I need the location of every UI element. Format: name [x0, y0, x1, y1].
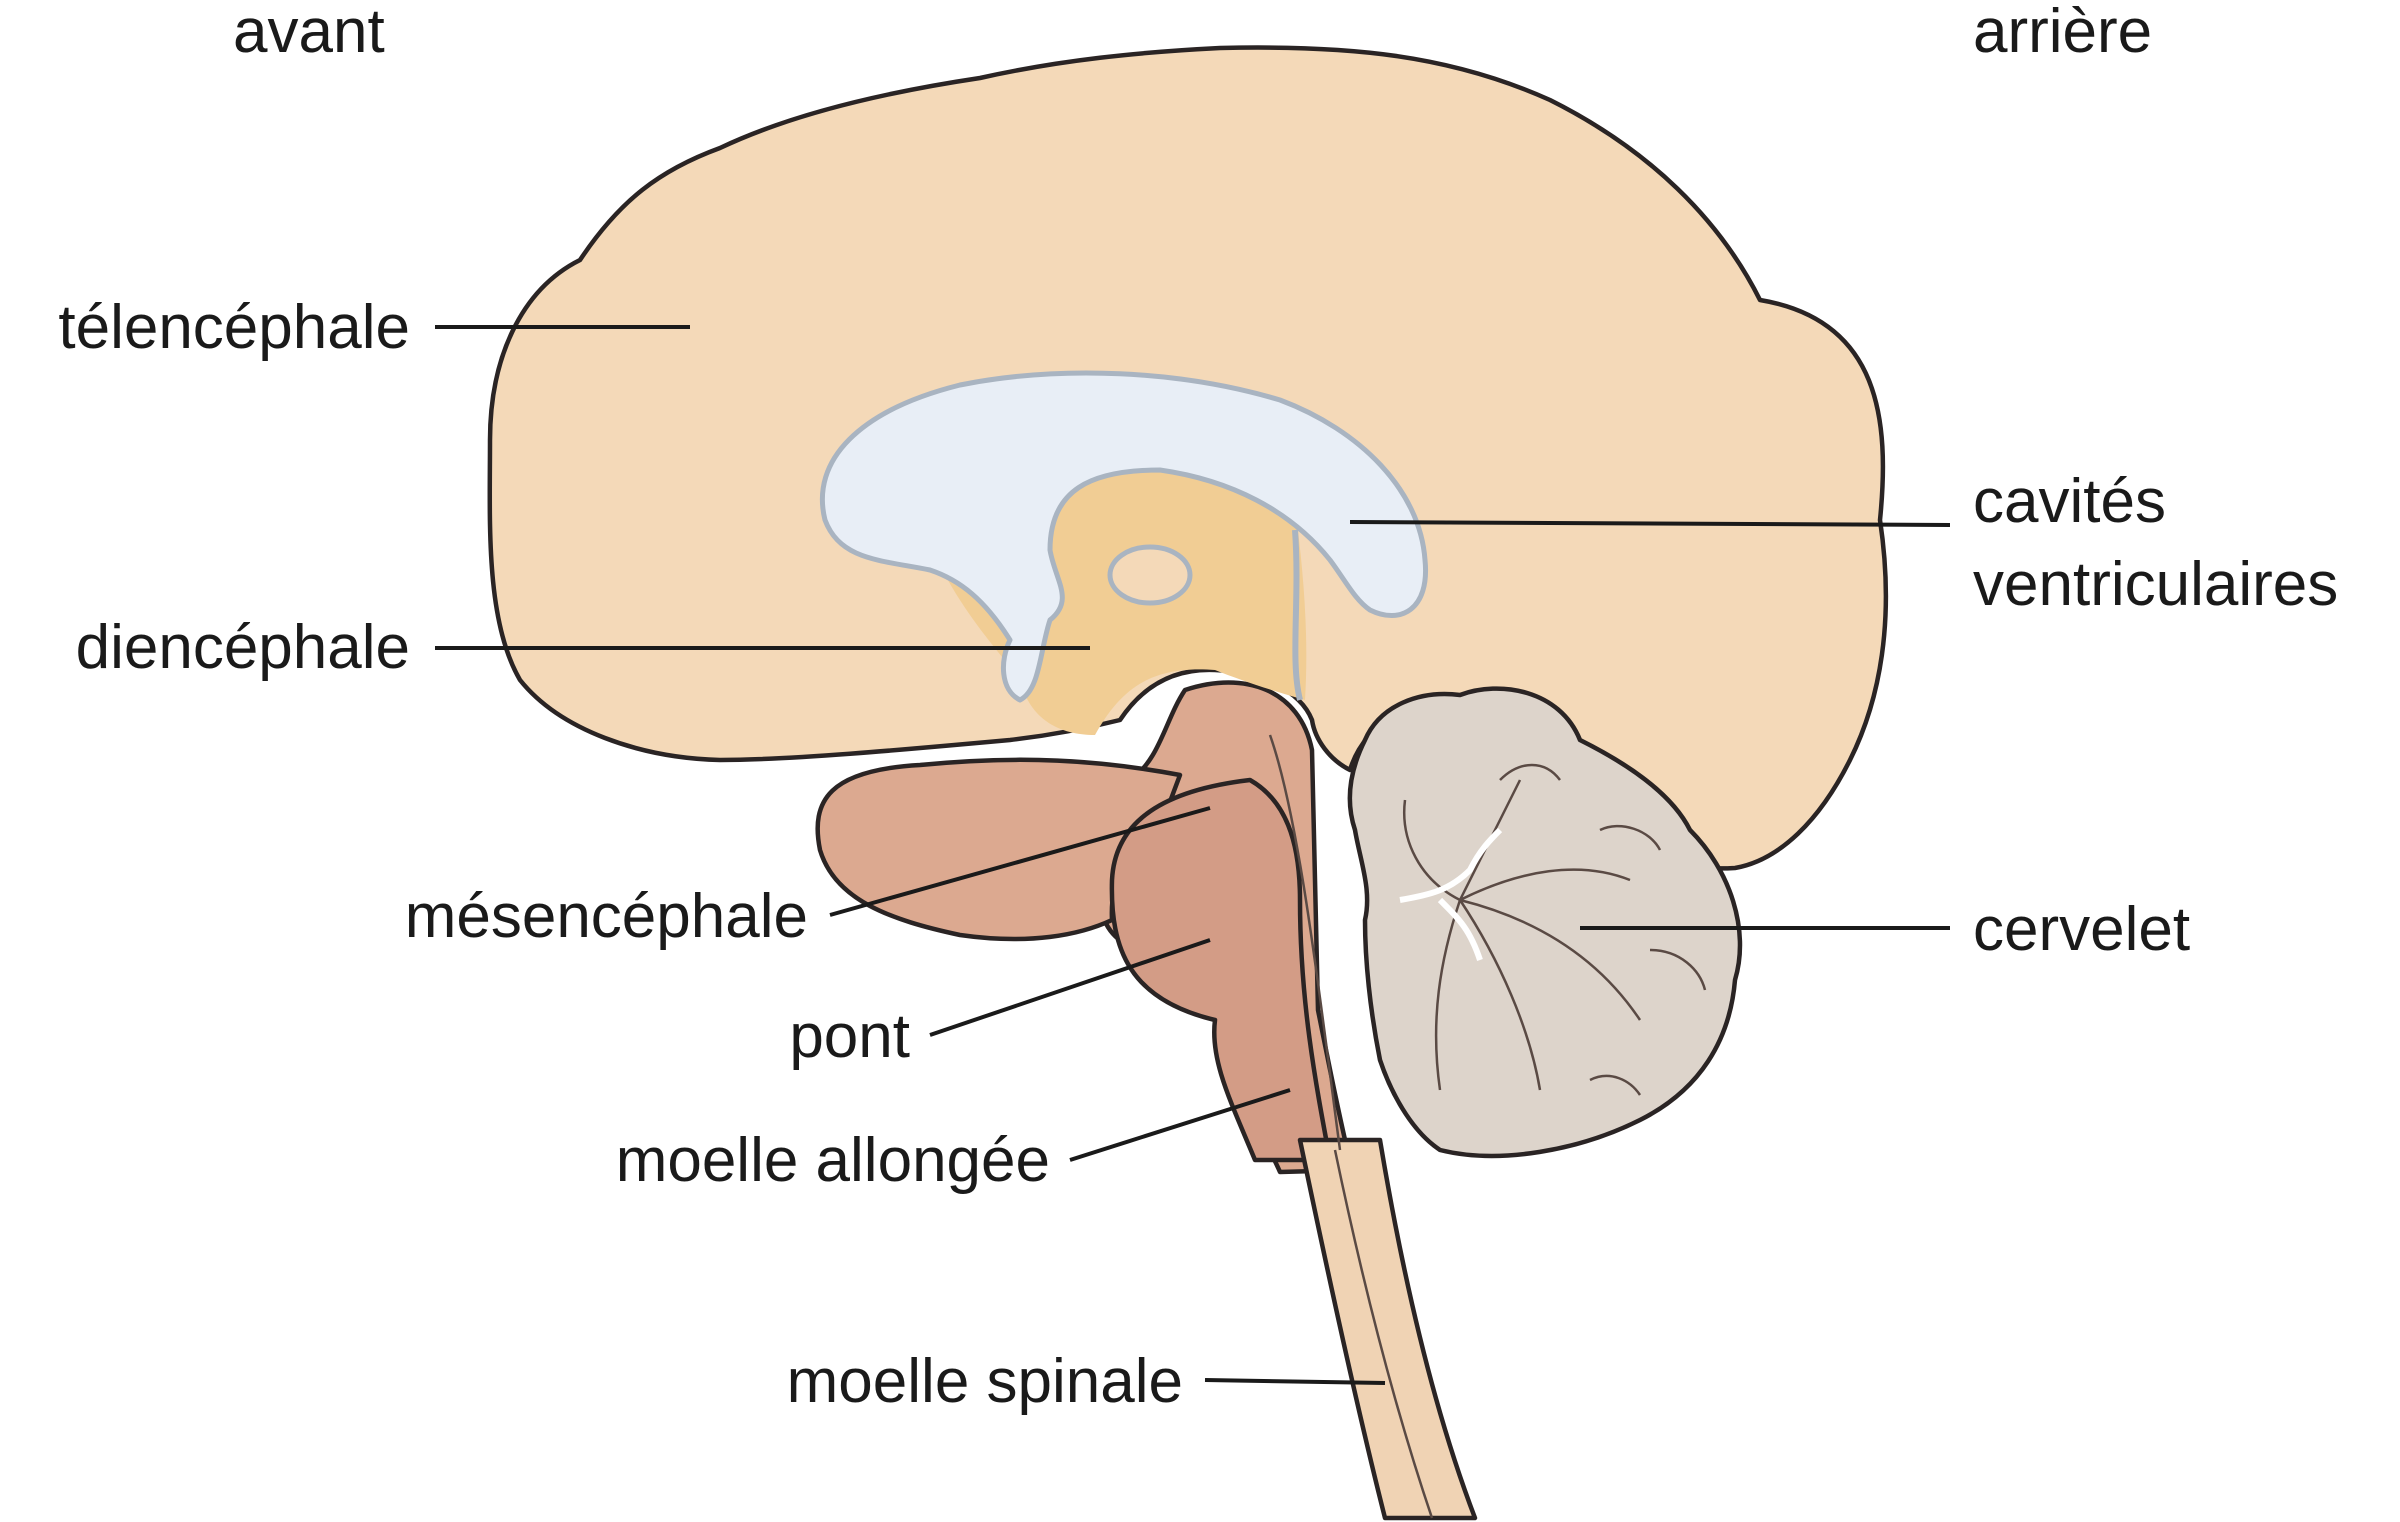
cervelet-shape	[1347, 686, 1743, 1159]
leader-cavites	[1349, 520, 1951, 527]
label-moelle-spinale: moelle spinale	[787, 1347, 1183, 1416]
label-cavites-line2: ventriculaires	[1973, 550, 2338, 619]
moelle-spinale-shape	[1297, 1137, 1478, 1521]
pont-shape	[1109, 777, 1333, 1163]
label-moelle-allongee: moelle allongée	[616, 1126, 1050, 1195]
label-cervelet: cervelet	[1973, 895, 2190, 964]
label-cavites-line1: cavités	[1973, 467, 2166, 536]
orientation-back: arrière	[1973, 0, 2152, 66]
aqueduct-channel	[1292, 529, 1303, 701]
brainstem-canal	[1268, 734, 1342, 1151]
moelle-spinale-canal	[1333, 1149, 1434, 1519]
leader-moelle-allongee	[1069, 1088, 1291, 1162]
ventricle-foramen	[1107, 544, 1193, 606]
orientation-front: avant	[233, 0, 385, 66]
leader-moelle-spinale	[1204, 1378, 1386, 1385]
leader-mesencephale	[829, 806, 1211, 917]
label-mesencephale: mésencéphale	[405, 882, 808, 951]
cervelet-arbor	[1399, 827, 1503, 961]
label-pont: pont	[789, 1002, 910, 1071]
label-diencephale: diencéphale	[76, 613, 410, 682]
label-telencephale: télencéphale	[58, 293, 410, 362]
leader-pont	[929, 938, 1211, 1037]
